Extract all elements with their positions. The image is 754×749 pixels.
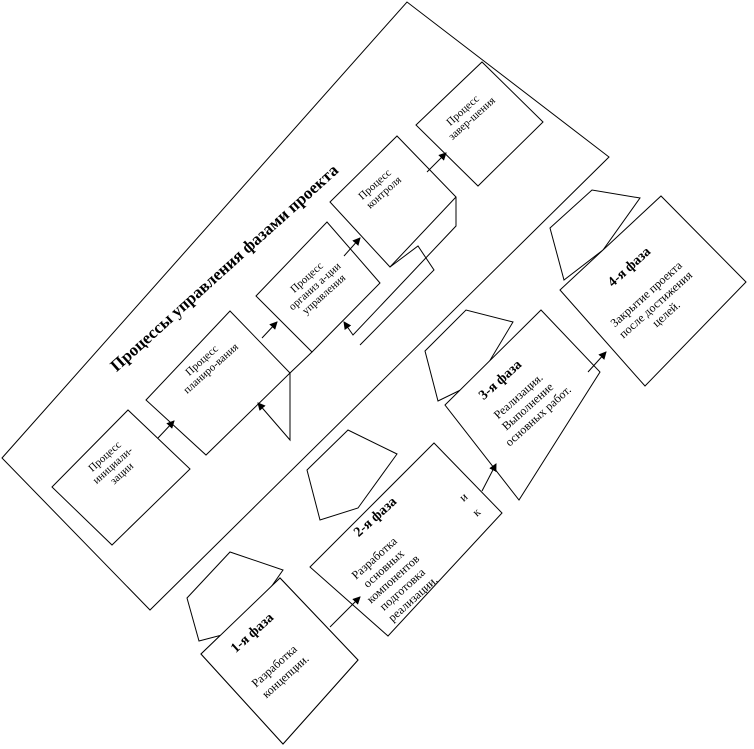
arrow-phase3-phase4: [587, 351, 607, 373]
phase-2: 2-я фаза Разработка основных компонентов…: [306, 429, 503, 637]
arrow-phase1-phase2: [329, 596, 361, 628]
arrow-control-completion: [426, 152, 447, 173]
phase-1: 1-я фаза Разработка концепции.: [186, 551, 359, 745]
feedback-control-organization: [343, 197, 457, 336]
arrow-organization-control: [343, 237, 361, 257]
feedback-organization-planning: [257, 351, 313, 442]
phase-3-tab: [424, 309, 514, 402]
arrow-initiation-planning: [157, 420, 175, 439]
process-initiation: Процесс инициали- зации: [51, 409, 191, 546]
phase-2-tab: [306, 429, 398, 521]
phase-4: 4-я фаза Закрытие проекта после достижен…: [549, 189, 747, 387]
feedback-control-loop: [359, 245, 435, 346]
process-organization: Процесс организ а-ции управления: [255, 221, 381, 353]
arrow-planning-organization: [261, 321, 278, 339]
process-completion: Процесс завер-шения: [415, 61, 544, 187]
arrow-phase2-phase3: [481, 463, 497, 492]
phase-4-tab: [549, 189, 641, 281]
